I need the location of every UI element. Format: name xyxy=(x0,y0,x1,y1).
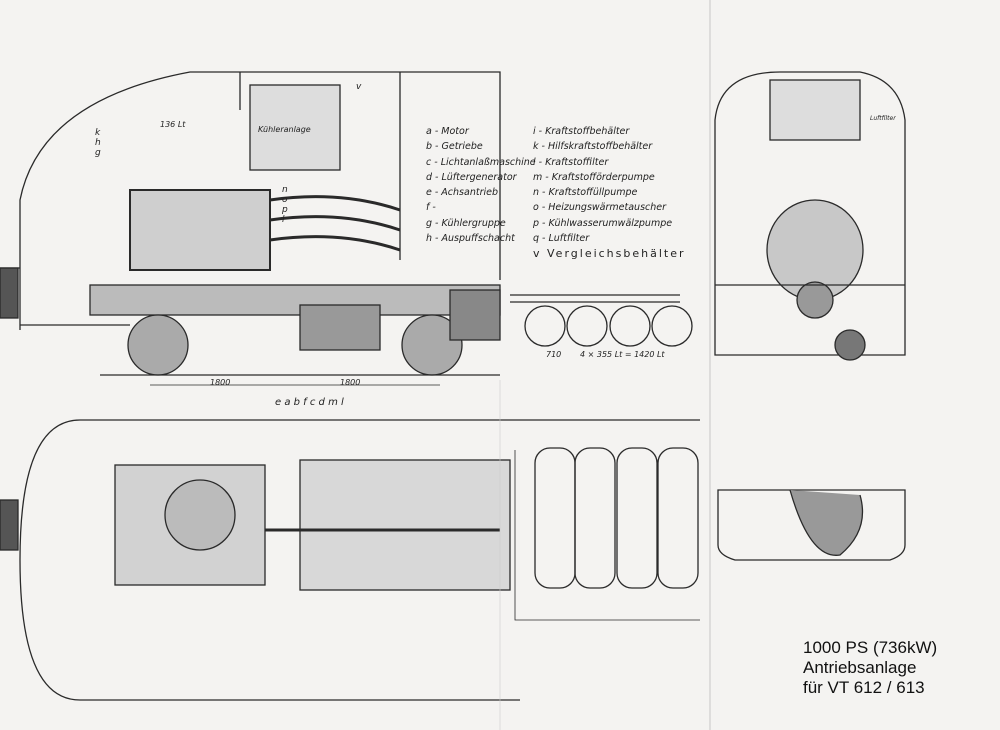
side-view-body xyxy=(19,71,501,330)
legend-item: l - Kraftstoffilter xyxy=(533,156,609,168)
side-letters: k h g xyxy=(95,128,101,158)
pump-letters: n o p l xyxy=(282,185,288,225)
legend-item: m - Kraftstofförderpumpe xyxy=(533,171,655,183)
fuel-tanks-side xyxy=(510,294,693,347)
radiator-box xyxy=(249,84,341,171)
wheel-1 xyxy=(127,314,189,376)
air-filter-label: Luftfilter xyxy=(870,115,896,122)
legend-item: p - Kühlwasserumwälzpumpe xyxy=(533,217,673,229)
radiator-label: Kühleranlage xyxy=(258,125,311,134)
fuel-tanks-plan xyxy=(534,447,699,589)
legend-item: e - Achsantrieb xyxy=(426,187,498,199)
legend-item: h - Auspuffschacht xyxy=(426,233,515,245)
dimension-label: 1800 xyxy=(340,378,361,387)
legend-item: k - Hilfskraftstoffbehälter xyxy=(533,141,653,153)
title-vehicle: für VT 612 / 613 xyxy=(803,678,925,697)
component-letters: e a b f c d m l xyxy=(275,397,344,408)
legend-right: i - Kraftstoffbehälter k - Hilfskraftsto… xyxy=(533,124,686,262)
legend-item: i - Kraftstoffbehälter xyxy=(533,126,630,137)
end-view-body xyxy=(714,71,906,356)
legend-item: g - Kühlergruppe xyxy=(426,217,506,229)
legend-item: o - Heizungswärmetauscher xyxy=(533,202,667,214)
legend-item: q - Luftfilter xyxy=(533,233,590,245)
legend-left: a - Motor b - Getriebe c - Lichtanlaßmas… xyxy=(426,124,536,246)
legend-item: d - Lüftergenerator xyxy=(426,171,517,183)
dimension-label: 1800 xyxy=(210,378,231,387)
underframe xyxy=(89,284,501,316)
legend-item: v Vergleichsbehälter xyxy=(533,247,686,261)
engine-side xyxy=(129,189,271,271)
legend-item: f - xyxy=(426,202,436,214)
v-marker: v xyxy=(356,82,362,92)
legend-item: a - Motor xyxy=(426,126,469,137)
title-name: Antriebsanlage xyxy=(803,658,917,677)
tank-capacity-label: 4 × 355 Lt = 1420 Lt xyxy=(580,350,665,359)
end-section-view xyxy=(717,489,906,561)
tank-dimension-label: 710 xyxy=(546,350,562,359)
plan-view-body xyxy=(19,419,700,701)
legend-item: c - Lichtanlaßmaschine xyxy=(426,156,536,168)
aux-tank-label: 136 Lt xyxy=(160,120,186,129)
drawing-title: 1000 PS (736kW) Antriebsanlage für VT 61… xyxy=(803,638,937,698)
legend-item: b - Getriebe xyxy=(426,141,483,153)
title-power: 1000 PS (736kW) xyxy=(803,638,938,657)
legend-item: n - Kraftstoffüllpumpe xyxy=(533,187,638,199)
